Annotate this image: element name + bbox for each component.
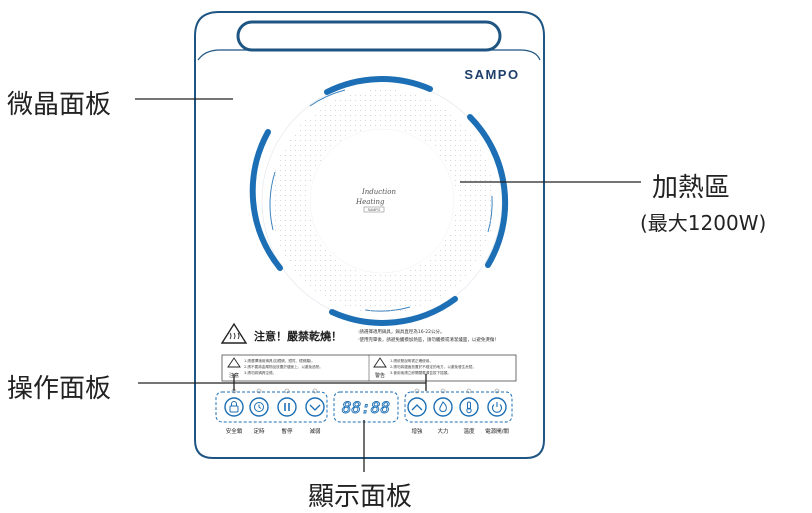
display-readout: 88:88 [342,398,390,417]
callout-heating-zone: 加熱區 [652,173,731,203]
increase-button[interactable]: 增強 [407,397,427,435]
svg-text:SAMPO: SAMPO [368,208,381,212]
svg-text:警告: 警告 [375,372,385,379]
svg-text:1.請選擇適用鍋具(如鐵鍋、鐵質、鐵鍋類)。: 1.請選擇適用鍋具(如鐵鍋、鐵質、鐵鍋類)。 [244,358,315,363]
warning-line-1: ‧請選擇適用鍋具，鍋具直徑為16-22公分。 [358,328,445,335]
high-power-label: 大力 [437,427,448,435]
lock-icon [229,401,239,413]
power-icon [491,402,503,413]
heating-ring [249,76,509,326]
thermometer-icon [466,401,472,414]
callout-glass-panel: 微晶面板 [7,90,112,120]
svg-text:3.請勿將鍋具空燒。: 3.請勿將鍋具空燒。 [244,370,276,375]
hot-warning-icon [220,322,248,344]
temperature-button[interactable]: 溫度 [459,397,479,435]
svg-text:2.請勿將爐面放置於不穩定的地方，以避免發生危險。: 2.請勿將爐面放置於不穩定的地方，以避免發生危險。 [390,364,476,369]
pause-button[interactable]: 暫停 [277,397,297,435]
warning-title: 注意！嚴禁乾燒！ [254,329,342,343]
svg-text:3.使用後請立即關閉電源並拔下插頭。: 3.使用後請立即關閉電源並拔下插頭。 [390,370,451,375]
decrease-label: 減弱 [309,427,321,435]
display-panel: 88:88 [341,398,390,418]
increase-label: 增強 [411,427,423,435]
pause-icon [284,403,290,411]
lock-label: 安全鎖 [226,427,243,435]
svg-text:1.請依照說明書正確使用。: 1.請依照說明書正確使用。 [390,358,433,363]
chevron-up-icon [411,404,423,411]
danger-icon [373,357,387,368]
leader-lines [135,98,641,472]
heating-zone: Induction Heating SAMPO [249,76,509,326]
svg-text:Induction: Induction [361,188,396,196]
svg-text:Heating: Heating [355,198,385,206]
svg-text:2.請不要將金屬物品放置於爐面上，以避免過熱。: 2.請不要將金屬物品放置於爐面上，以避免過熱。 [244,364,323,369]
pause-label: 暫停 [281,427,293,435]
high-power-button[interactable]: 大力 [433,397,453,435]
lock-button[interactable]: 安全鎖 [224,397,244,435]
callout-display-panel: 顯示面板 [308,482,413,512]
induction-heating-logo: Induction Heating SAMPO [355,188,396,213]
callout-operation-panel: 操作面板 [7,374,112,404]
flame-icon [439,401,447,412]
dot-texture [275,90,491,311]
timer-label: 定時 [253,427,265,435]
control-panel [215,391,513,423]
temperature-label: 溫度 [463,427,475,435]
timer-button[interactable]: 定時 [249,397,269,435]
callout-heating-zone-note: (最大1200W) [640,211,767,235]
power-button[interactable]: 電源開/關 [485,397,509,435]
carry-handle [236,20,502,52]
power-label: 電源開/關 [485,427,509,435]
chevron-down-icon [309,404,321,411]
clock-icon [254,402,264,412]
caution-icon [227,357,241,368]
decrease-button[interactable]: 減弱 [305,397,325,435]
brand-logo: SAMPO [464,67,519,82]
warning-line-2: ‧使用完畢後，請避免觸摸加熱區，請勿觸摸或清潔爐面，以避免燙傷！ [358,336,499,343]
